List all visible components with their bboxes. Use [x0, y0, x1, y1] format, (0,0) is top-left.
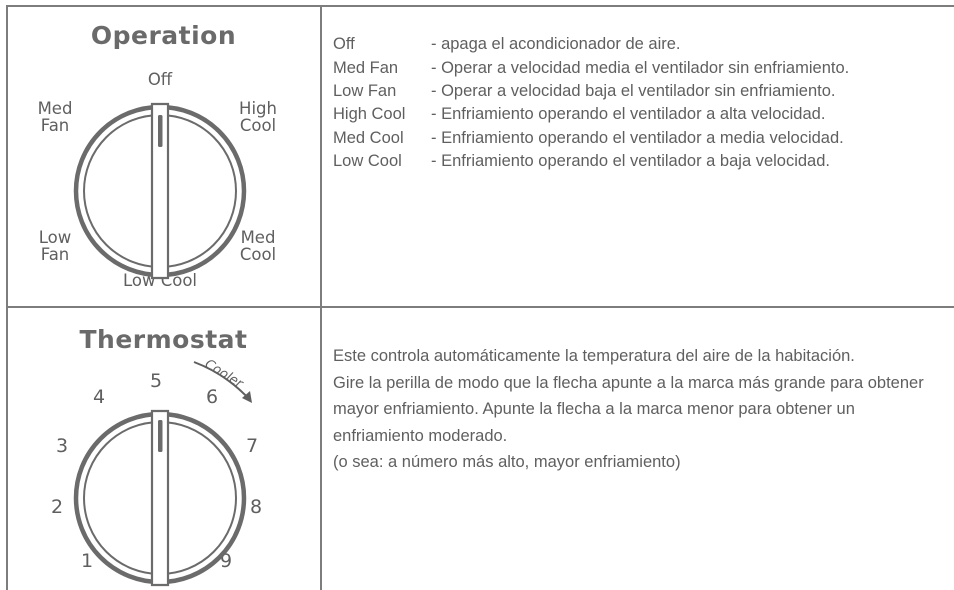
dial-number-6: 6 — [206, 386, 219, 408]
thermostat-title: Thermostat — [79, 325, 248, 354]
knob-grip — [150, 409, 170, 587]
knob-pointer — [158, 420, 163, 452]
mode-description: - apaga el acondicionador de aire. — [431, 35, 681, 54]
mode-name: Off — [333, 35, 355, 54]
dial-label-med-cool: Med Cool — [239, 228, 277, 264]
thermostat-paragraph-2: Gire la perilla de modo que la flecha ap… — [333, 373, 924, 445]
mode-description: - Enfriamiento operando el ventilador a … — [431, 105, 826, 124]
mode-name: Med Fan — [333, 58, 399, 77]
thermostat-knob — [73, 409, 247, 587]
thermostat-text: Este controla automáticamente la tempera… — [333, 343, 948, 476]
dial-label-low-fan: Low Fan — [38, 228, 72, 264]
table-left-border — [6, 5, 8, 590]
mode-name: Low Cool — [333, 152, 402, 171]
dial-number-1: 1 — [81, 550, 94, 572]
mode-name: High Cool — [333, 105, 406, 124]
dial-number-5: 5 — [150, 370, 163, 392]
mode-name: Low Fan — [333, 81, 397, 100]
mode-name: Med Cool — [333, 128, 404, 147]
dial-number-4: 4 — [93, 386, 106, 408]
dial-label-low-cool: Low Cool — [122, 271, 198, 290]
dial-number-3: 3 — [56, 435, 69, 457]
thermostat-paragraph-3: (o sea: a número más alto, mayor enfriam… — [333, 453, 681, 471]
list-item: Med Fan - Operar a velocidad media el ve… — [333, 56, 849, 79]
table-top-border — [7, 5, 954, 7]
dial-number-2: 2 — [51, 496, 64, 518]
list-item: High Cool - Enfriamiento operando el ven… — [333, 103, 849, 126]
mode-description: - Operar a velocidad media el ventilador… — [431, 58, 850, 77]
operation-title: Operation — [90, 21, 237, 50]
thermostat-description: Este controla automáticamente la tempera… — [323, 0, 954, 590]
table-middle-border — [7, 306, 954, 308]
cooler-label: Cooler — [202, 357, 247, 393]
cooler-arrow: Cooler — [193, 357, 252, 403]
dial-label-med-fan: Med Fan — [37, 99, 73, 135]
dial-label-off: Off — [147, 70, 173, 89]
knob-grip — [150, 102, 170, 280]
list-item: Med Cool - Enfriamiento operando el vent… — [333, 127, 849, 150]
mode-description: - Enfriamiento operando el ventilador a … — [431, 128, 844, 147]
dial-number-8: 8 — [250, 496, 263, 518]
dial-number-7: 7 — [246, 435, 259, 457]
operation-description-list: Off - apaga el acondicionador de aire. M… — [333, 33, 849, 173]
list-item: Off - apaga el acondicionador de aire. — [333, 33, 849, 56]
table-column-divider — [320, 5, 322, 590]
operation-knob — [73, 102, 247, 280]
list-item: Low Fan - Operar a velocidad baja el ven… — [333, 80, 849, 103]
thermostat-paragraph-1: Este controla automáticamente la tempera… — [333, 347, 855, 365]
dial-label-high-cool: High Cool — [239, 99, 277, 135]
knob-pointer — [158, 115, 163, 147]
cooler-arrow-head — [242, 391, 252, 403]
operation-descriptions: Off - apaga el acondicionador de aire. M… — [323, 6, 954, 306]
list-item: Low Cool - Enfriamiento operando el vent… — [333, 150, 849, 173]
mode-description: - Enfriamiento operando el ventilador a … — [431, 152, 830, 171]
mode-description: - Operar a velocidad baja el ventilador … — [431, 81, 836, 100]
